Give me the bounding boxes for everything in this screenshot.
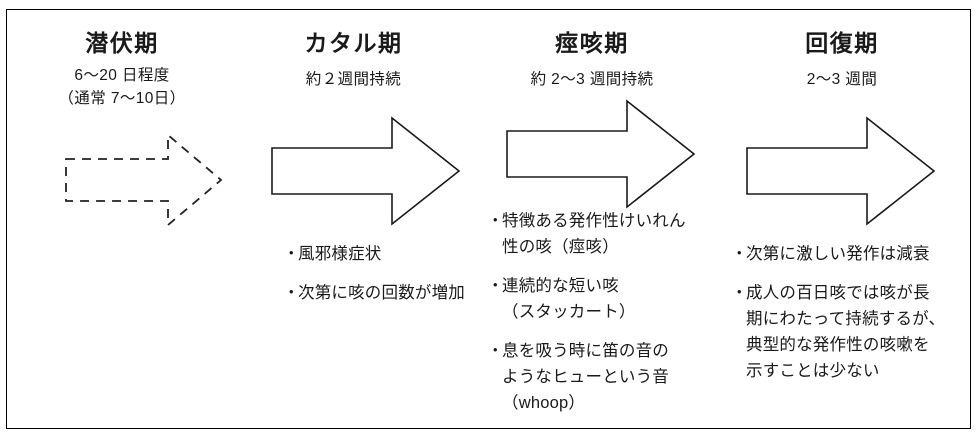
stage-columns: 潜伏期 6〜20 日程度 （通常 7〜10日） カタル期 約２週間持続 bbox=[6, 9, 971, 429]
bullet-marker: ・ bbox=[731, 284, 748, 303]
stage-duration-convalescent: 2〜3 週間 bbox=[713, 69, 971, 91]
bullet-line: 性の咳（痙咳） bbox=[502, 237, 619, 256]
bullet-text: 連続的な短い咳 （スタッカート） bbox=[502, 273, 711, 325]
bullet-line: 次第に激しい発作は減衰 bbox=[746, 245, 930, 263]
stage-column-incubation: 潜伏期 6〜20 日程度 （通常 7〜10日） bbox=[6, 9, 234, 429]
bullet-text: 次第に咳の回数が増加 bbox=[298, 280, 469, 306]
stage-duration-catarrhal: 約２週間持続 bbox=[238, 69, 469, 91]
arrow-block-catarrhal bbox=[234, 115, 469, 227]
bullet-item: ・ 連続的な短い咳 （スタッカート） bbox=[487, 273, 711, 325]
bullet-line: 期にわたって持続するが、 bbox=[746, 310, 946, 329]
stage-title-convalescent: 回復期 bbox=[805, 30, 879, 56]
bullet-line: （whoop） bbox=[502, 393, 586, 412]
bullet-text: 息を吸う時に笛の音の ようなヒューという音 （whoop） bbox=[502, 338, 711, 416]
bullet-list-catarrhal: ・ 風邪様症状 ・ 次第に咳の回数が増加 bbox=[234, 227, 469, 319]
bullet-line: （スタッカート） bbox=[502, 302, 636, 321]
stage-column-paroxysmal: 痙咳期 約 2〜3 週間持続 ・ 特徴ある発作性けいれん 性の咳（痙咳） bbox=[469, 9, 711, 429]
dashed-right-arrow-icon bbox=[65, 133, 223, 227]
bullet-marker: ・ bbox=[283, 245, 300, 263]
bullet-line: 風邪様症状 bbox=[298, 245, 382, 263]
bullet-text: 特徴ある発作性けいれん 性の咳（痙咳） bbox=[502, 208, 711, 260]
bullet-item: ・ 成人の百日咳では咳が長 期にわたって持続するが、 典型的な発作性の咳嗽を 示… bbox=[731, 280, 971, 384]
bullet-item: ・ 風邪様症状 bbox=[283, 241, 469, 267]
bullet-marker: ・ bbox=[283, 284, 300, 303]
bullet-list-convalescent: ・ 次第に激しい発作は減衰 ・ 成人の百日咳では咳が長 期にわたって持続するが、… bbox=[711, 227, 971, 397]
duration-line: 約 2〜3 週間持続 bbox=[530, 71, 654, 89]
arrow-block-convalescent bbox=[711, 115, 971, 227]
stage-duration-incubation: 6〜20 日程度 （通常 7〜10日） bbox=[10, 65, 234, 110]
bullet-text: 次第に激しい発作は減衰 bbox=[746, 241, 971, 267]
bullet-marker: ・ bbox=[487, 276, 504, 295]
bullet-line: 息を吸う時に笛の音の bbox=[502, 341, 669, 360]
duration-line: 2〜3 週間 bbox=[806, 71, 878, 89]
bullet-line: 成人の百日咳では咳が長 bbox=[746, 284, 930, 303]
bullet-list-paroxysmal: ・ 特徴ある発作性けいれん 性の咳（痙咳） ・ 連続的な短い咳 （スタッカート）… bbox=[469, 189, 711, 429]
stage-column-catarrhal: カタル期 約２週間持続 ・ 風邪様症状 ・ bbox=[234, 9, 469, 429]
arrow-block-paroxysmal bbox=[469, 98, 711, 210]
stage-column-convalescent: 回復期 2〜3 週間 ・ 次第に激しい発作は減衰 ・ bbox=[711, 9, 971, 429]
bullet-text: 成人の百日咳では咳が長 期にわたって持続するが、 典型的な発作性の咳嗽を 示すこ… bbox=[746, 280, 971, 384]
stage-title-incubation: 潜伏期 bbox=[85, 30, 159, 56]
bullet-marker: ・ bbox=[731, 245, 748, 263]
duration-line: 6〜20 日程度 bbox=[74, 67, 170, 85]
bullet-item: ・ 次第に激しい発作は減衰 bbox=[731, 241, 971, 267]
bullet-line: 次第に咳の回数が増加 bbox=[298, 284, 465, 303]
bullet-line: 特徴ある発作性けいれん bbox=[502, 211, 686, 230]
bullet-item: ・ 特徴ある発作性けいれん 性の咳（痙咳） bbox=[487, 208, 711, 260]
bullet-line: ようなヒューという音 bbox=[502, 367, 669, 386]
stage-header-incubation: 潜伏期 6〜20 日程度 （通常 7〜10日） bbox=[6, 9, 234, 115]
bullet-line: 示すことは少ない bbox=[746, 362, 880, 381]
bullet-item: ・ 次第に咳の回数が増加 bbox=[283, 280, 469, 306]
bullet-marker: ・ bbox=[487, 341, 504, 360]
bullet-line: 典型的な発作性の咳嗽を bbox=[746, 336, 930, 355]
stage-title-catarrhal: カタル期 bbox=[304, 30, 403, 56]
stage-duration-paroxysmal: 約 2〜3 週間持続 bbox=[473, 69, 711, 91]
duration-line: （通常 7〜10日） bbox=[58, 89, 186, 107]
stage-title-paroxysmal: 痙咳期 bbox=[555, 30, 629, 56]
bullet-text: 風邪様症状 bbox=[298, 241, 469, 267]
bullet-marker: ・ bbox=[487, 211, 504, 230]
solid-right-arrow-icon bbox=[746, 116, 936, 226]
stage-header-paroxysmal: 痙咳期 約 2〜3 週間持続 bbox=[469, 9, 711, 98]
solid-right-arrow-icon bbox=[271, 116, 461, 226]
arrow-block-incubation bbox=[6, 115, 234, 227]
solid-right-arrow-icon bbox=[506, 99, 696, 210]
duration-line: 約２週間持続 bbox=[305, 71, 402, 89]
bullet-line: 連続的な短い咳 bbox=[502, 276, 619, 295]
stage-header-catarrhal: カタル期 約２週間持続 bbox=[234, 9, 469, 115]
stage-header-convalescent: 回復期 2〜3 週間 bbox=[711, 9, 971, 115]
bullet-item: ・ 息を吸う時に笛の音の ようなヒューという音 （whoop） bbox=[487, 338, 711, 416]
